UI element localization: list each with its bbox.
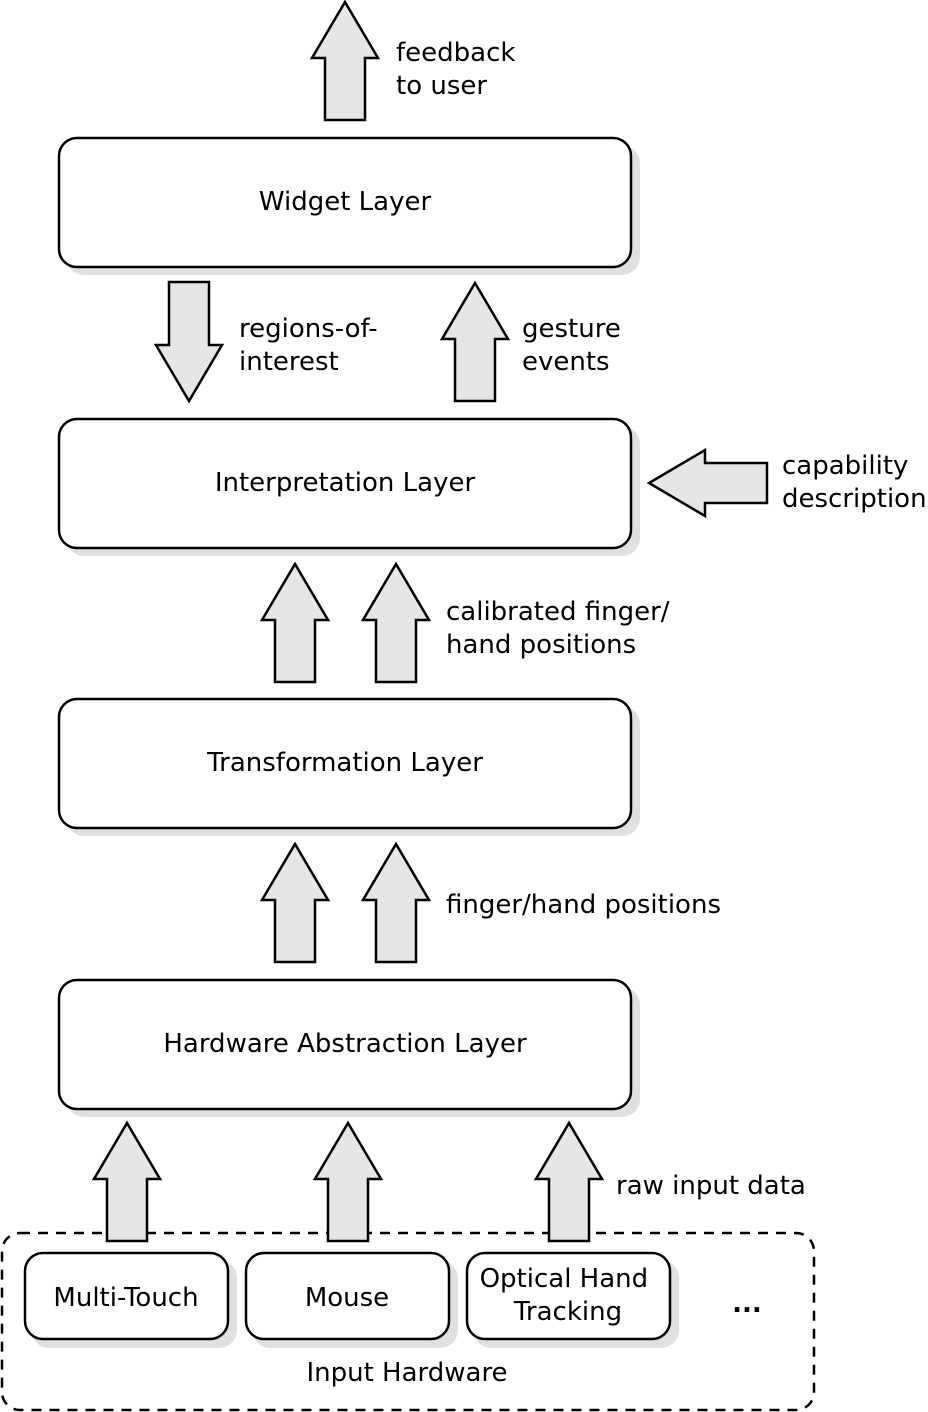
- transformation-layer-box: [57, 697, 633, 830]
- raw-input-arrow-2: [312, 1120, 384, 1243]
- input-hardware-group: [0, 1231, 816, 1412]
- positions-arrow-2: [360, 841, 432, 964]
- feedback-arrow: [309, 0, 381, 122]
- positions-arrow-1: [259, 841, 331, 964]
- gesture-events-arrow: [439, 280, 511, 403]
- calibrated-positions-label: calibrated finger/ hand positions: [446, 597, 678, 660]
- multi-touch-label: Multi-Touch: [53, 1283, 198, 1313]
- raw-input-arrow-1: [91, 1120, 163, 1243]
- widget-layer-label: Widget Layer: [259, 187, 432, 217]
- optical-hand-tracking-box: [465, 1251, 672, 1341]
- mouse-box: [244, 1251, 451, 1341]
- input-hardware-label: Input Hardware: [306, 1358, 507, 1388]
- optical-hand-tracking-label: Optical Hand Tracking: [480, 1264, 657, 1327]
- capability-description-arrow: [646, 447, 769, 519]
- multi-touch-box: [23, 1251, 230, 1341]
- gesture-events-label: gesture events: [522, 314, 629, 377]
- feedback-label: feedback to user: [396, 38, 524, 101]
- hal-layer-label: Hardware Abstraction Layer: [163, 1029, 527, 1059]
- transformation-layer-label: Transformation Layer: [206, 748, 483, 778]
- raw-input-data-label: raw input data: [616, 1171, 806, 1201]
- raw-input-arrow-3: [533, 1120, 605, 1243]
- widget-layer-box: [57, 136, 633, 269]
- capability-description-label: capability description: [782, 451, 927, 514]
- hal-layer-box: [57, 978, 633, 1111]
- more-devices-ellipsis: ...: [732, 1289, 762, 1319]
- regions-of-interest-arrow: [153, 280, 225, 404]
- mouse-label: Mouse: [305, 1283, 389, 1313]
- interpretation-layer-box: [57, 417, 633, 550]
- calibrated-arrow-2: [360, 561, 432, 684]
- finger-hand-positions-label: finger/hand positions: [446, 890, 721, 920]
- calibrated-arrow-1: [259, 561, 331, 684]
- regions-of-interest-label: regions-of- interest: [239, 314, 386, 377]
- interpretation-layer-label: Interpretation Layer: [215, 468, 476, 498]
